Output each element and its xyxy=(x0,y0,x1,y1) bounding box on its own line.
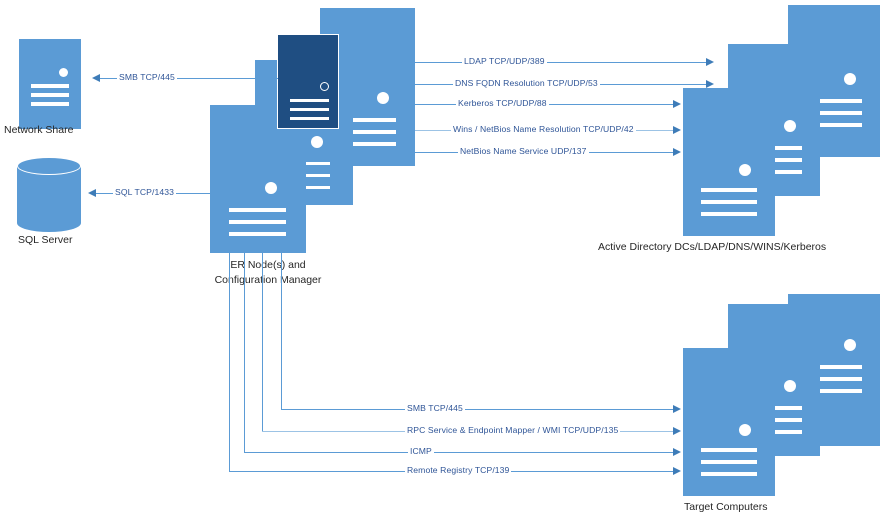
server-status-dot-icon xyxy=(265,182,277,194)
server-slot-bar xyxy=(290,99,329,102)
server-status-dot-icon xyxy=(59,68,68,77)
target-computers-label: Target Computers xyxy=(684,501,768,513)
server-status-dot-icon xyxy=(844,339,856,351)
server-slot-bar xyxy=(806,389,862,393)
connector-label-kerberos-88: Kerberos TCP/UDP/88 xyxy=(456,98,549,109)
server-slot-bar xyxy=(338,130,396,134)
connector-label-ldap-389: LDAP TCP/UDP/389 xyxy=(462,56,547,67)
active-directory-server-front xyxy=(683,88,775,236)
server-status-dot-icon xyxy=(311,136,323,148)
connector-elbow-icmp-vertical xyxy=(244,253,245,452)
arrow-left-icon xyxy=(88,189,96,197)
configuration-manager-server-icon xyxy=(277,34,339,129)
connector-smb-network-share xyxy=(100,78,278,79)
server-status-dot-icon xyxy=(739,424,751,436)
connector-smb-445-target xyxy=(281,409,675,410)
server-slot-bar xyxy=(290,108,329,111)
er-node-main-server-icon xyxy=(210,105,306,253)
server-slot-bar xyxy=(31,84,69,88)
arrow-right-icon xyxy=(673,467,681,475)
server-slot-bar xyxy=(701,472,757,476)
server-slot-bar xyxy=(806,365,862,369)
server-status-dot-icon xyxy=(739,164,751,176)
connector-label-rpc-135: RPC Service & Endpoint Mapper / WMI TCP/… xyxy=(405,425,621,436)
server-slot-bar xyxy=(338,118,396,122)
connector-label-smb-445-target: SMB TCP/445 xyxy=(405,403,465,414)
arrow-right-icon xyxy=(673,100,681,108)
network-share-label: Network Share xyxy=(4,124,74,136)
server-slot-bar xyxy=(701,460,757,464)
arrow-right-icon xyxy=(673,427,681,435)
server-slot-bar xyxy=(701,212,757,216)
arrow-right-icon xyxy=(673,126,681,134)
arrow-right-icon xyxy=(673,405,681,413)
server-status-dot-icon xyxy=(784,120,796,132)
er-node-label-line2: Configuration Manager xyxy=(214,274,322,286)
connector-label-wins-42: Wins / NetBios Name Resolution TCP/UDP/4… xyxy=(451,124,636,135)
server-slot-bar xyxy=(806,377,862,381)
server-slot-bar xyxy=(806,111,862,115)
server-slot-bar xyxy=(701,448,757,452)
connector-ldap-389 xyxy=(415,62,708,63)
server-slot-bar xyxy=(229,208,286,212)
active-directory-label: Active Directory DCs/LDAP/DNS/WINS/Kerbe… xyxy=(598,241,827,253)
server-status-dot-icon xyxy=(784,380,796,392)
connector-elbow-remote-registry-vertical xyxy=(229,253,230,471)
connector-label-remote-registry-139: Remote Registry TCP/139 xyxy=(405,465,512,476)
server-status-dot-icon xyxy=(377,92,389,104)
server-slot-bar xyxy=(290,117,329,120)
connector-label-smb-445: SMB TCP/445 xyxy=(117,72,177,83)
connector-elbow-rpc-vertical xyxy=(262,253,263,431)
connector-icmp-target xyxy=(244,452,675,453)
connector-label-netbios-137: NetBios Name Service UDP/137 xyxy=(458,146,589,157)
server-status-ring-icon xyxy=(320,82,329,91)
server-slot-bar xyxy=(338,142,396,146)
server-slot-bar xyxy=(806,123,862,127)
connector-label-icmp: ICMP xyxy=(408,446,434,457)
arrow-right-icon xyxy=(673,448,681,456)
server-slot-bar xyxy=(701,200,757,204)
server-slot-bar xyxy=(806,99,862,103)
server-slot-bar xyxy=(701,188,757,192)
server-slot-bar xyxy=(31,102,69,106)
server-status-dot-icon xyxy=(844,73,856,85)
arrow-right-icon xyxy=(706,80,714,88)
arrow-right-icon xyxy=(706,58,714,66)
connector-elbow-smb-vertical xyxy=(281,253,282,409)
connector-label-dns-53: DNS FQDN Resolution TCP/UDP/53 xyxy=(453,78,600,89)
connector-label-sql-1433: SQL TCP/1433 xyxy=(113,187,177,198)
network-share-server-icon xyxy=(19,39,81,129)
sql-server-label: SQL Server xyxy=(18,234,73,246)
arrow-right-icon xyxy=(673,148,681,156)
server-slot-bar xyxy=(229,232,286,236)
server-slot-bar xyxy=(229,220,286,224)
cylinder-body xyxy=(17,166,81,223)
er-node-label-line1: ER Node(s) and xyxy=(230,259,306,271)
arrow-left-icon xyxy=(92,74,100,82)
target-computers-server-front xyxy=(683,348,775,496)
server-slot-bar xyxy=(31,93,69,97)
sql-server-database-cylinder-icon xyxy=(17,157,81,232)
cylinder-top xyxy=(17,157,81,175)
